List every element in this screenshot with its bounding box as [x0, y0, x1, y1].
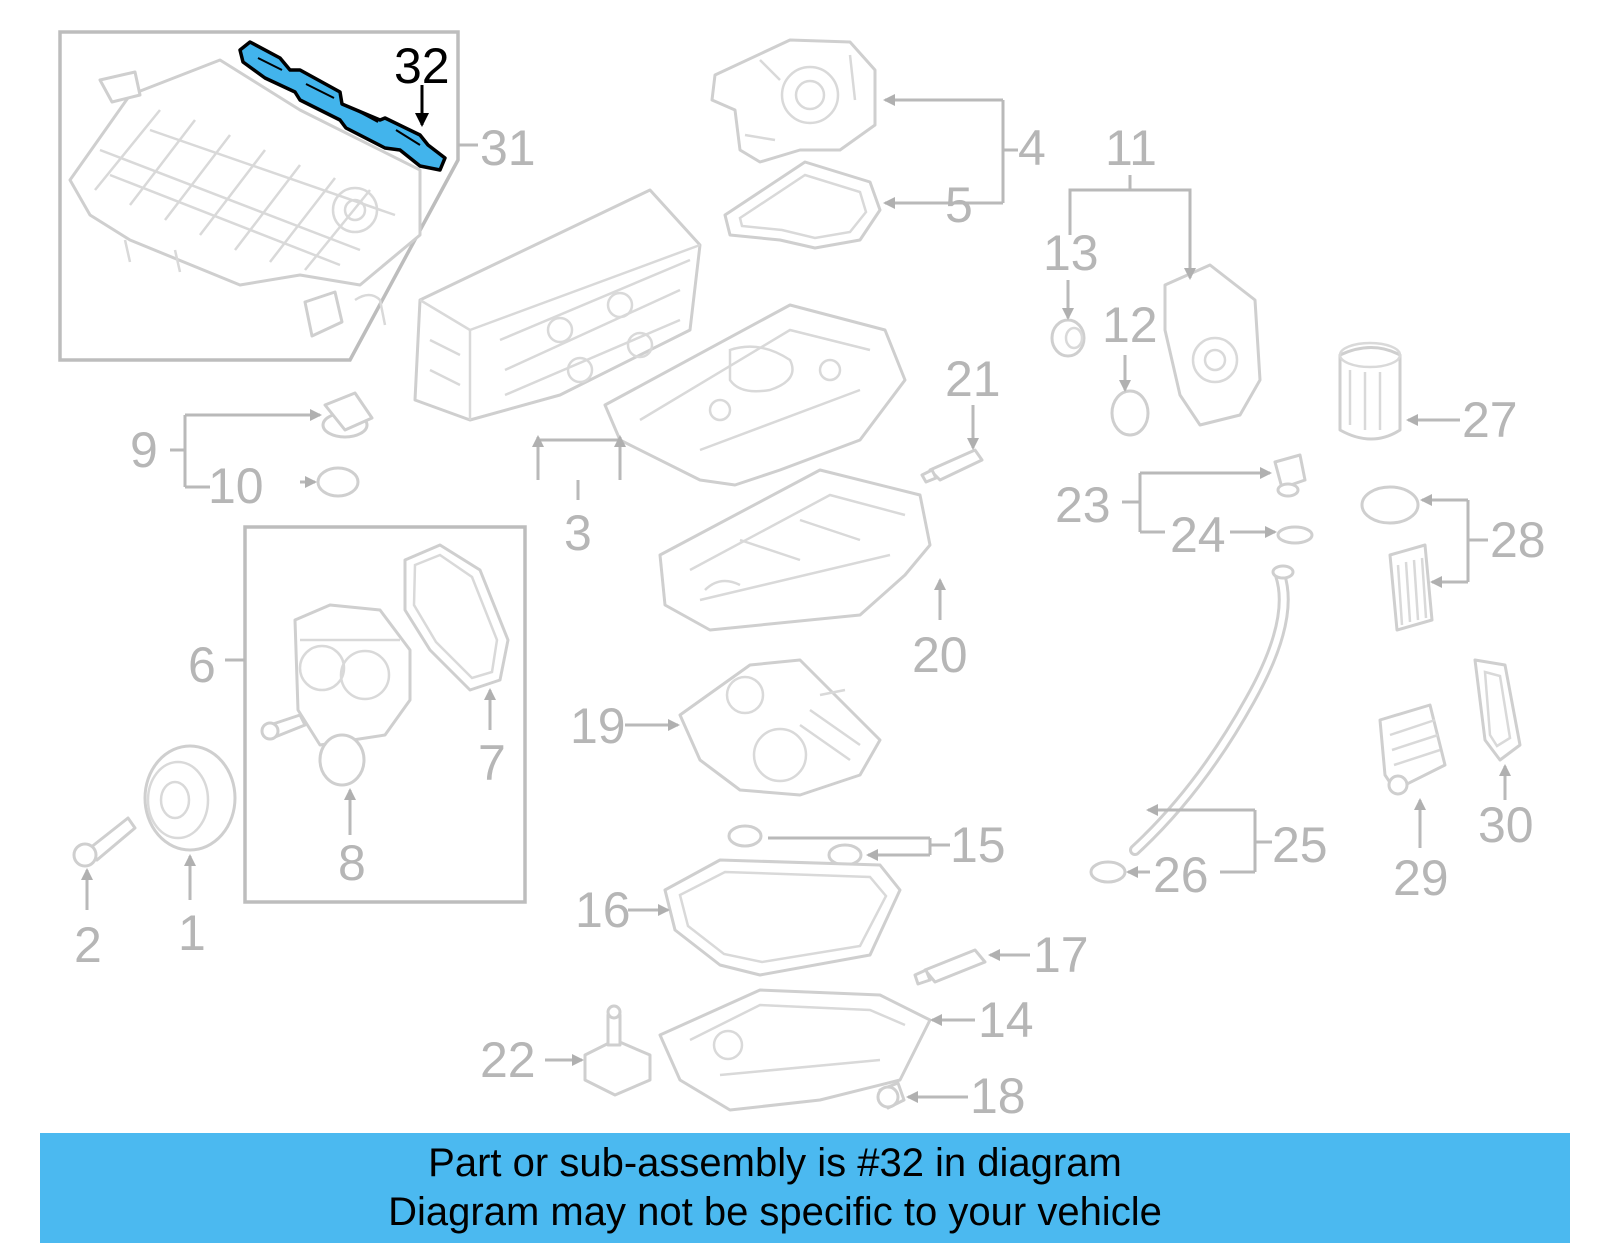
callout-7[interactable]: 7: [478, 735, 506, 791]
sealant-part-21[interactable]: [920, 448, 984, 484]
callout-17[interactable]: 17: [1033, 927, 1089, 983]
oil-baffle-part-19[interactable]: [678, 658, 882, 797]
callout-25[interactable]: 25: [1272, 817, 1328, 873]
dipstick-cap-part-23[interactable]: [1273, 453, 1307, 498]
callout-12[interactable]: 12: [1102, 297, 1158, 353]
leader-lines: [81, 85, 1511, 1103]
oil-cooler-part-29[interactable]: [1378, 703, 1447, 796]
leader-3-bracket: [536, 438, 622, 480]
bedplate-part-20[interactable]: [658, 468, 932, 632]
callout-8[interactable]: 8: [338, 835, 366, 891]
timing-cover-group-box: [243, 525, 527, 904]
timing-gasket-part-7[interactable]: [403, 543, 510, 692]
callout-15[interactable]: 15: [950, 817, 1006, 873]
callout-14[interactable]: 14: [978, 992, 1034, 1048]
callout-28[interactable]: 28: [1490, 512, 1546, 568]
oil-pan-part-14[interactable]: [658, 988, 932, 1112]
o-ring-part-15a[interactable]: [727, 824, 763, 848]
o-ring-part-15b[interactable]: [827, 843, 863, 867]
callout-32[interactable]: 32: [394, 38, 450, 94]
callout-4[interactable]: 4: [1018, 120, 1046, 176]
filter-oring-part-28[interactable]: [1360, 485, 1420, 525]
callout-29[interactable]: 29: [1393, 850, 1449, 906]
callout-18[interactable]: 18: [970, 1068, 1026, 1124]
callout-10[interactable]: 10: [208, 458, 264, 514]
seal-ring-part-8[interactable]: [318, 733, 366, 787]
callout-24[interactable]: 24: [1170, 507, 1226, 563]
callout-6[interactable]: 6: [188, 637, 216, 693]
part-info-banner: Part or sub-assembly is #32 in diagram D…: [40, 1133, 1570, 1243]
seal-part-26[interactable]: [1089, 860, 1127, 884]
crank-pulley-part-1[interactable]: [143, 744, 237, 852]
valve-cover-part[interactable]: [603, 303, 907, 487]
banner-line-part-number: Part or sub-assembly is #32 in diagram: [428, 1141, 1122, 1185]
callout-30[interactable]: 30: [1478, 797, 1534, 853]
timing-housing-part-4[interactable]: [710, 38, 877, 164]
callout-13[interactable]: 13: [1043, 225, 1099, 281]
callout-27[interactable]: 27: [1462, 392, 1518, 448]
timing-cover-part-6[interactable]: [293, 603, 412, 747]
pulley-bolt-part-2[interactable]: [72, 816, 137, 868]
callout-20[interactable]: 20: [912, 627, 968, 683]
intake-manifold-group-box: [58, 30, 460, 362]
callout-2[interactable]: 2: [74, 917, 102, 973]
plug-part-13[interactable]: [1050, 318, 1086, 358]
callout-3[interactable]: 3: [564, 505, 592, 561]
callout-31[interactable]: 31: [480, 120, 536, 176]
callout-11[interactable]: 11: [1105, 120, 1157, 176]
drain-plug-part-18[interactable]: [876, 1081, 906, 1110]
callout-16[interactable]: 16: [575, 882, 631, 938]
o-ring-part-24[interactable]: [1276, 525, 1314, 545]
callout-21[interactable]: 21: [945, 351, 1001, 407]
cylinder-head-part-3[interactable]: [413, 188, 702, 422]
callout-26[interactable]: 26: [1153, 847, 1209, 903]
banner-line-disclaimer: Diagram may not be specific to your vehi…: [388, 1190, 1162, 1234]
seal-part-12[interactable]: [1110, 389, 1150, 437]
callout-22[interactable]: 22: [480, 1032, 536, 1088]
cooler-gasket-part-30[interactable]: [1473, 658, 1522, 762]
intake-manifold-part[interactable]: [68, 58, 422, 338]
cover-gasket-part-5[interactable]: [723, 160, 882, 250]
callout-1[interactable]: 1: [178, 905, 206, 961]
cover-part-11[interactable]: [1163, 263, 1262, 427]
oil-filter-part-27[interactable]: [1338, 341, 1402, 441]
oil-level-sensor-part-22[interactable]: [583, 1004, 652, 1097]
cap-seal-part-10[interactable]: [316, 466, 360, 498]
callout-19[interactable]: 19: [570, 698, 626, 754]
callout-23[interactable]: 23: [1055, 477, 1111, 533]
oil-cap-part-9[interactable]: [321, 391, 374, 439]
dipstick-tube-part-25[interactable]: [1129, 564, 1295, 856]
callout-5[interactable]: 5: [945, 177, 973, 233]
callout-labels: 1 2 3 4 5 6 7 8 9 10 11 12 13 14 15 16 1…: [74, 38, 1546, 1124]
sealant-part-17[interactable]: [913, 948, 987, 986]
sensor-bolt-part[interactable]: [260, 713, 307, 741]
callout-9[interactable]: 9: [130, 422, 158, 478]
intake-gasket-part-32[interactable]: [238, 40, 447, 172]
oil-pan-gasket-part-16[interactable]: [663, 858, 902, 977]
filter-element-part-28[interactable]: [1388, 543, 1434, 632]
